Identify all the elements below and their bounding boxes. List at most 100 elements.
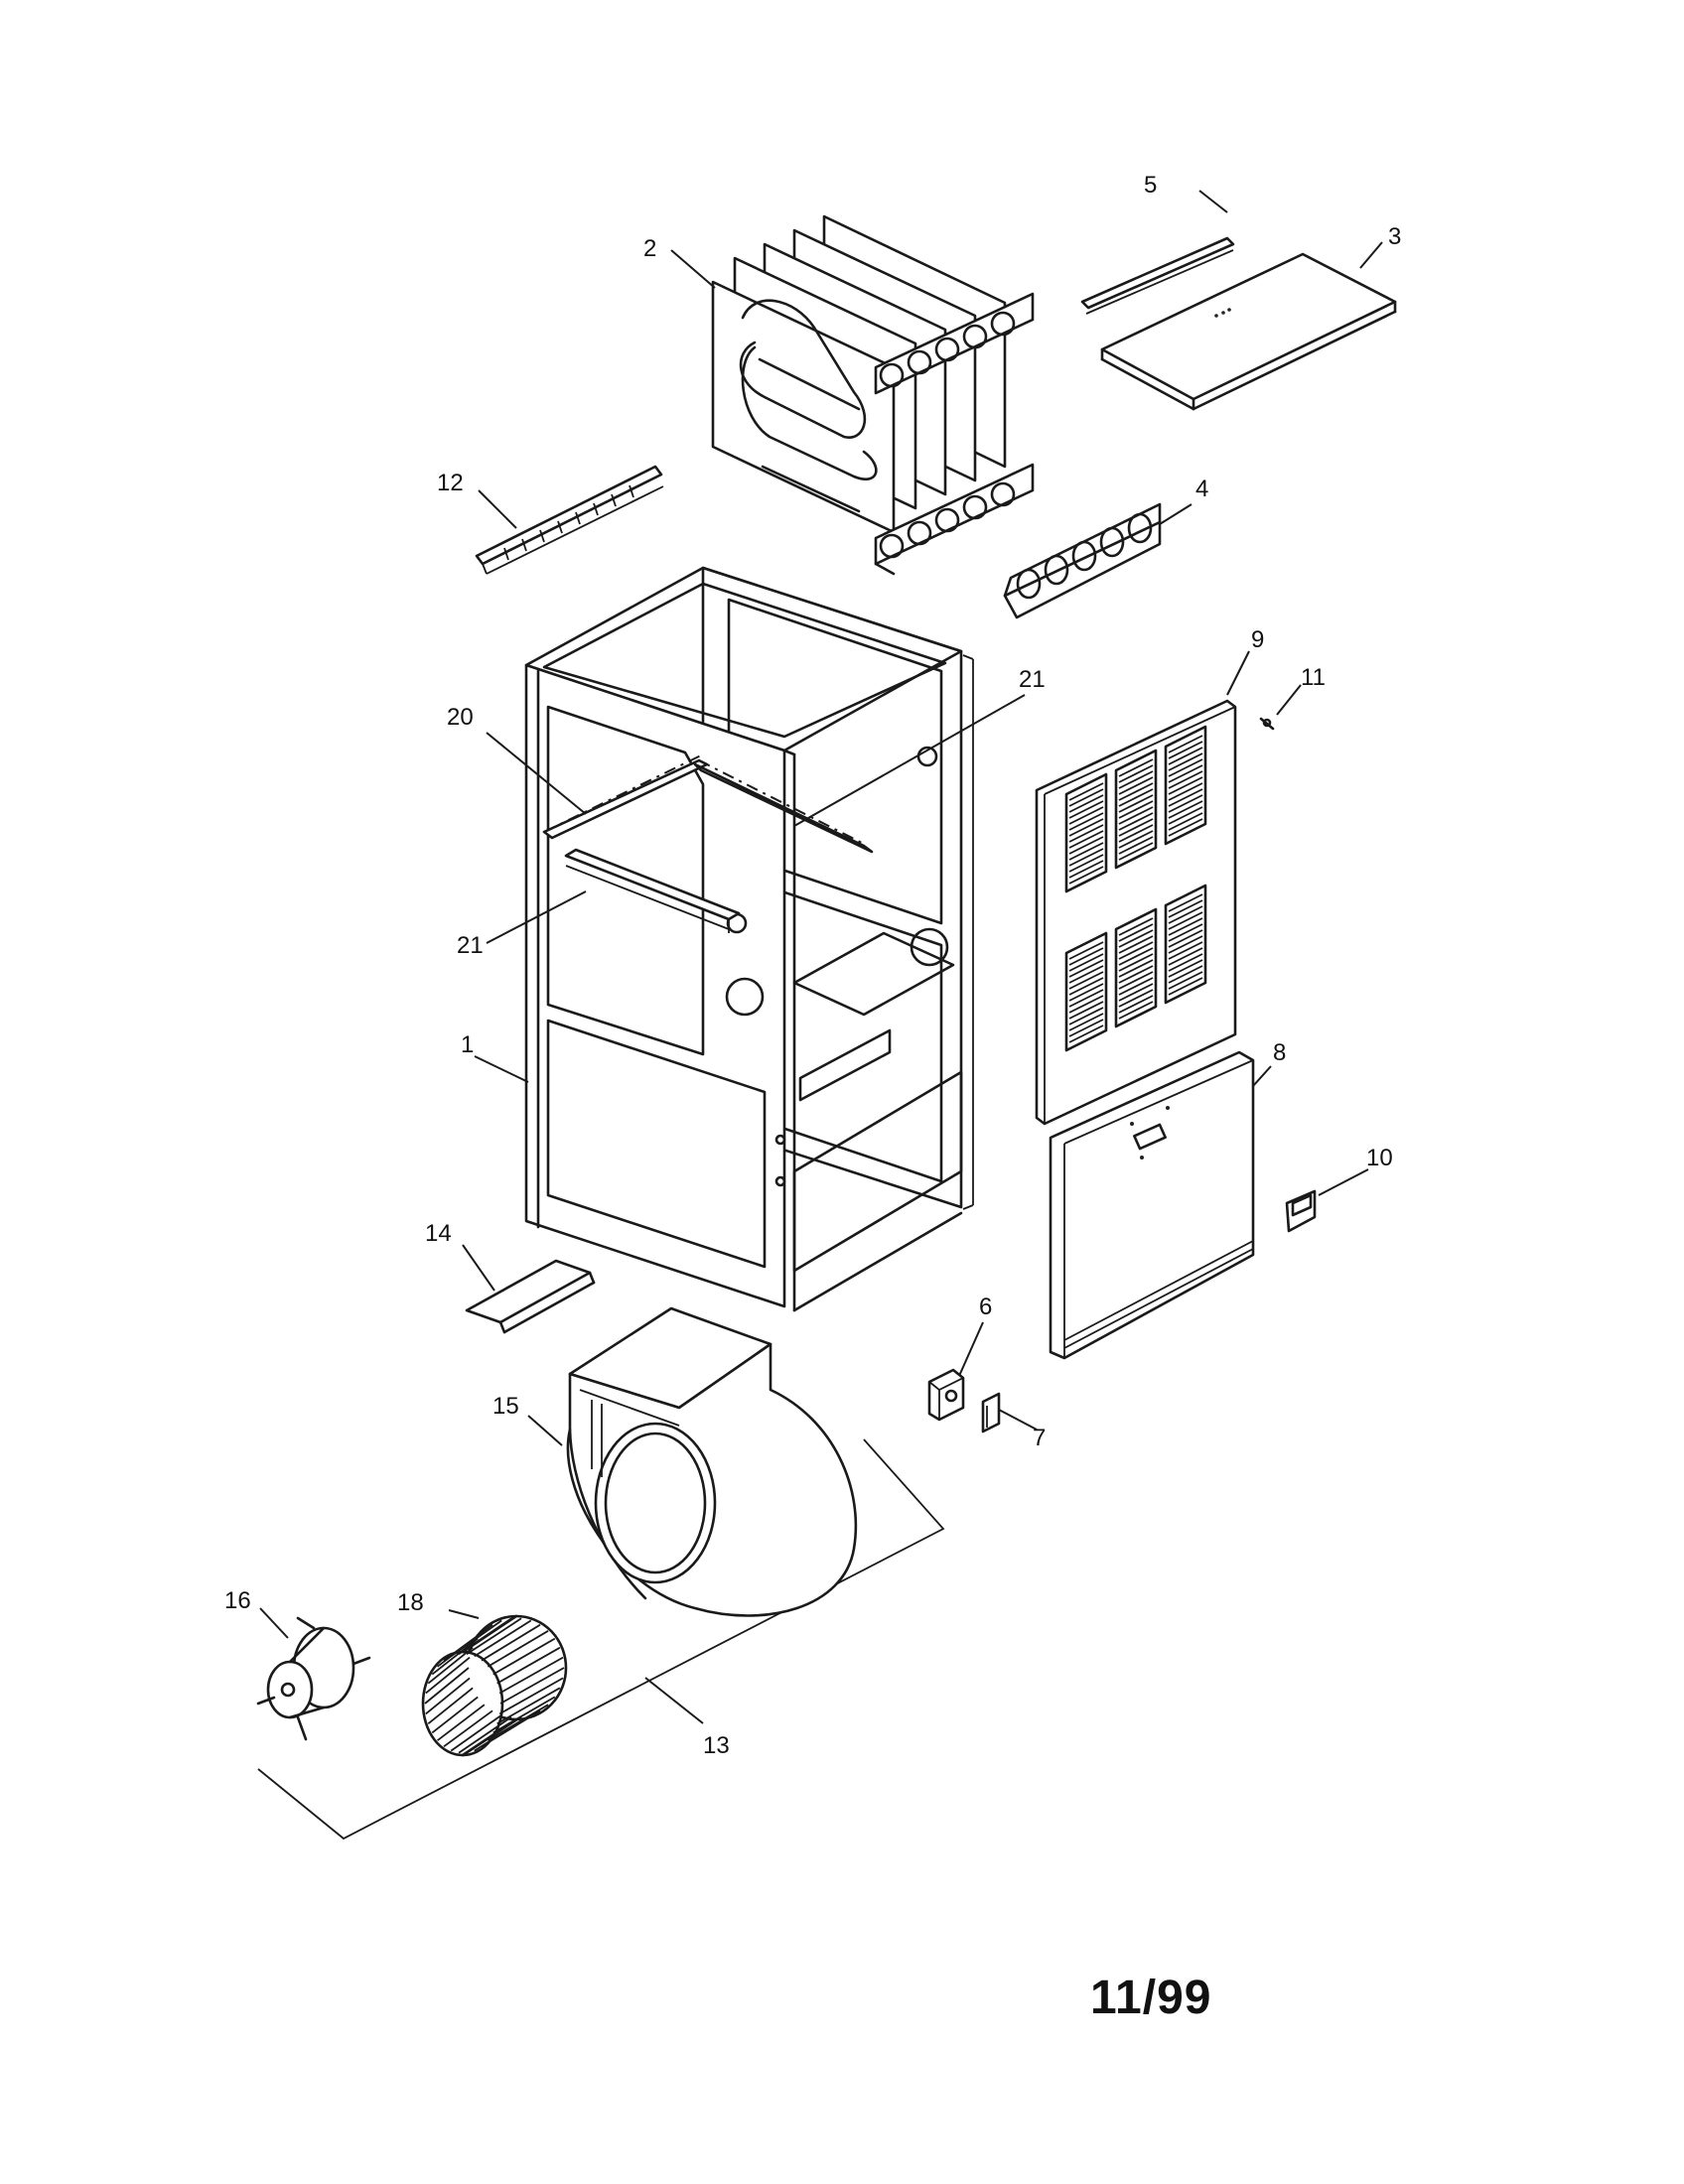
part-bottom-door [1049, 1050, 1255, 1360]
louvre-slat [1118, 989, 1154, 1008]
wheel-blade [427, 1646, 474, 1685]
louvre-slat [1118, 806, 1154, 825]
louvre-slat [1118, 800, 1154, 819]
louvre-slat [1168, 747, 1203, 765]
part-bottom-bracket [465, 1259, 596, 1334]
callout-21-top: 21 [1019, 666, 1046, 693]
wheel-blade [466, 1617, 522, 1656]
louvre-slat [1118, 953, 1154, 972]
callout-14: 14 [425, 1220, 452, 1247]
callout-20: 20 [447, 704, 474, 731]
part-top-panel [1100, 252, 1397, 411]
callout-18: 18 [397, 1589, 424, 1616]
louvre-slat [1118, 842, 1154, 861]
part-switch [981, 1392, 1001, 1433]
louvre-slat [1068, 794, 1104, 813]
callout-labels: 2 5 3 4 12 9 11 21 20 21 1 8 10 14 6 7 1… [224, 172, 1401, 1759]
louvre-slat [1168, 812, 1203, 831]
wheel-blade [498, 1677, 564, 1715]
louvre-slat [1118, 947, 1154, 966]
louvre-slat [1068, 983, 1104, 1002]
louvre-slat [1068, 953, 1104, 972]
part-screw [1259, 717, 1275, 731]
louvre-slat [1068, 812, 1104, 831]
callout-8: 8 [1273, 1039, 1286, 1066]
louvre-slat [1118, 995, 1154, 1014]
leader-lines [259, 190, 1383, 1724]
wheel-blade [450, 1713, 502, 1752]
louvre-slat [1068, 965, 1104, 984]
louvre-slat [1168, 947, 1203, 966]
wheel-blade [466, 1715, 522, 1754]
part-bracket [475, 465, 664, 575]
louvre-slat [1118, 941, 1154, 960]
louvre-slat [1068, 782, 1104, 801]
louvre-slat [1118, 758, 1154, 777]
louvre-slat [1168, 794, 1203, 813]
louvre-slat [1168, 800, 1203, 819]
louvre-slat [1068, 824, 1104, 843]
louvre-slat [1118, 764, 1154, 783]
louvre-slat [1168, 965, 1203, 984]
callout-1: 1 [461, 1031, 474, 1058]
part-heat-exchanger [711, 214, 1035, 576]
part-blower-wheel [421, 1614, 568, 1757]
callout-16: 16 [224, 1587, 251, 1614]
louvre-slat [1068, 854, 1104, 873]
wheel-blade [496, 1646, 561, 1685]
louvre-slat [1118, 770, 1154, 789]
wheel-blade [496, 1687, 561, 1725]
louvre-slat [1118, 965, 1154, 984]
louvre-slat [1168, 899, 1203, 918]
louvre-slat [1168, 911, 1203, 930]
wheel-blade [425, 1677, 471, 1715]
callout-3: 3 [1388, 223, 1401, 250]
callout-9: 9 [1251, 626, 1264, 653]
louvre-slat [1068, 800, 1104, 819]
callout-5: 5 [1144, 172, 1157, 199]
louvre-slat [1068, 842, 1104, 861]
wheel-blade [425, 1656, 471, 1695]
louvre-slat [1068, 941, 1104, 960]
louvre-slat [1168, 929, 1203, 948]
louvre-slat [1168, 935, 1203, 954]
louvre-slat [1168, 893, 1203, 912]
louvre-slat [1168, 905, 1203, 924]
louvre-slat [1068, 848, 1104, 867]
louvre-slat [1068, 959, 1104, 978]
louvre-slat [1168, 923, 1203, 942]
part-gasket-plate [1003, 502, 1162, 619]
louvre-slat [1068, 1001, 1104, 1020]
louvre-slat [1068, 788, 1104, 807]
wheel-blade [474, 1713, 532, 1752]
wheel-blade [443, 1709, 493, 1748]
louvre-slat [1118, 830, 1154, 849]
louvre-slat [1168, 971, 1203, 990]
callout-10: 10 [1366, 1145, 1393, 1171]
louvre-slat [1118, 977, 1154, 996]
wheel-blade [431, 1696, 479, 1734]
wheel-blade [474, 1619, 532, 1658]
wheel-blade [427, 1687, 474, 1725]
louvre-slat [1118, 818, 1154, 837]
louvre-slat [1118, 782, 1154, 801]
louvre-slat [1118, 788, 1154, 807]
louvre-slat [1118, 917, 1154, 936]
louvre-slat [1118, 824, 1154, 843]
wheel-blade [492, 1696, 556, 1734]
part-blower-housing [566, 1306, 858, 1617]
wheel-blade [424, 1667, 470, 1705]
louvre-slat [1068, 818, 1104, 837]
louvre-slat [1118, 983, 1154, 1002]
part-blower-motor [256, 1616, 371, 1741]
louvre-slat [1118, 1001, 1154, 1020]
louvre-slat [1068, 860, 1104, 879]
louvre-slat [1068, 1007, 1104, 1025]
louvre-slat [1068, 995, 1104, 1014]
louvre-slat [1068, 836, 1104, 855]
wheel-blade [437, 1704, 486, 1741]
blower-assembly-outline [257, 1438, 945, 1841]
louvre-slat [1068, 989, 1104, 1008]
part-control-box [927, 1368, 965, 1422]
